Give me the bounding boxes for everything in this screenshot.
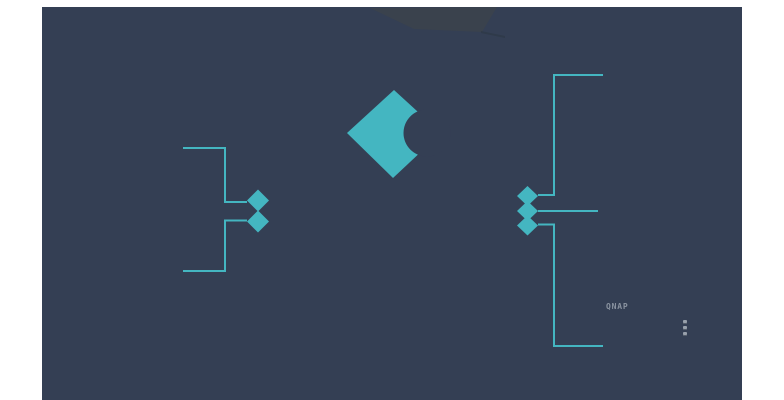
center-emblem bbox=[347, 90, 451, 178]
diamond-icon bbox=[247, 189, 269, 212]
banner-panel bbox=[42, 7, 742, 400]
diamond-icon bbox=[247, 210, 269, 233]
vent-dot bbox=[683, 332, 687, 336]
diamond-icon bbox=[517, 215, 538, 236]
vent-dot bbox=[683, 320, 687, 324]
diamond-icon bbox=[517, 186, 538, 206]
left-bracket-upper-line bbox=[183, 147, 247, 203]
right-bracket-lower-line bbox=[538, 223, 603, 347]
qnap-logo: QNAP bbox=[606, 302, 629, 311]
right-bracket-upper-line bbox=[538, 74, 603, 196]
right-callout-bracket bbox=[517, 74, 603, 347]
vent-dots-icon bbox=[683, 320, 687, 336]
device-top-wedge-shape bbox=[370, 7, 497, 32]
left-callout-bracket bbox=[183, 147, 269, 272]
emblem-bite-cutout bbox=[403, 109, 451, 157]
left-bracket-lower-line bbox=[183, 219, 247, 272]
vent-dot bbox=[683, 326, 687, 330]
device-edge-shadow bbox=[481, 31, 505, 38]
diamond-icon bbox=[517, 201, 538, 221]
